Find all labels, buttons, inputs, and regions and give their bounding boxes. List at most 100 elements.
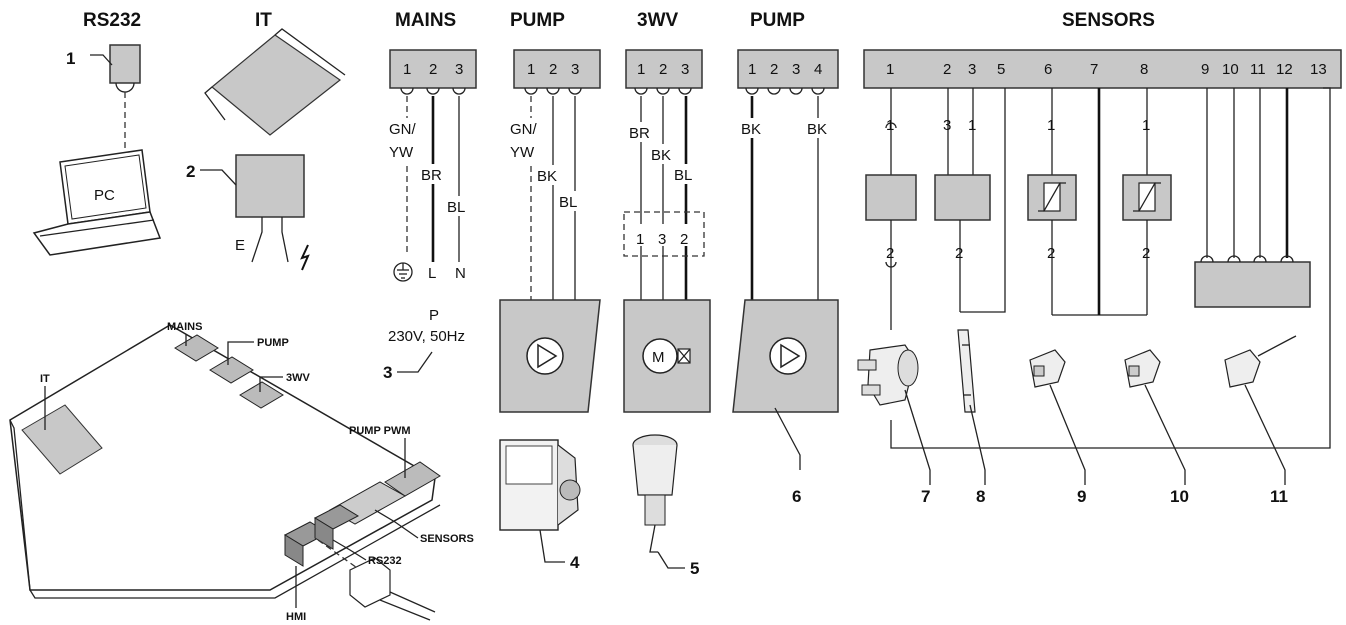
3wv-valve-pin-1: 1 bbox=[636, 231, 644, 248]
sensor-pin-11: 11 bbox=[1250, 61, 1266, 78]
sensor-8-plug-label-bottom: 2 bbox=[955, 245, 963, 262]
board-label-hmi: HMI bbox=[286, 611, 306, 623]
3wv-valve-pin-2: 2 bbox=[680, 231, 688, 248]
header-it: IT bbox=[255, 10, 272, 31]
outdoor-sensor-photo-icon bbox=[1224, 335, 1297, 388]
sensor-pin-13-wire bbox=[890, 87, 1331, 449]
rs232-connector bbox=[109, 44, 141, 93]
sensor-pin-7: 7 bbox=[1090, 61, 1098, 78]
3wv-connector bbox=[625, 49, 703, 89]
callout-4-leader bbox=[539, 529, 565, 563]
callout-9: 9 bbox=[1077, 487, 1086, 506]
pump-pwm-connector bbox=[737, 49, 839, 89]
sensor-pin-9: 9 bbox=[1201, 61, 1209, 78]
mains-wire-yw: YW bbox=[389, 144, 414, 161]
board-sensors-leader bbox=[374, 509, 419, 539]
sensor-pin-13: 13 bbox=[1310, 61, 1327, 78]
3wv-plug-bg bbox=[635, 224, 691, 246]
sensor-10-plug-label-bottom: 2 bbox=[1142, 245, 1150, 262]
sensor-11-block bbox=[1194, 261, 1311, 308]
3wv-pin-3: 3 bbox=[681, 61, 689, 78]
3wv-wire-bk: BK bbox=[651, 147, 671, 164]
pump-pin-3: 3 bbox=[571, 61, 579, 78]
callout-7: 7 bbox=[921, 487, 930, 506]
callout-8-leader bbox=[969, 404, 986, 485]
sensor-9-plug-label-top: 1 bbox=[1047, 117, 1055, 134]
motor-label: M bbox=[652, 349, 665, 366]
it-module bbox=[235, 154, 310, 271]
header-3wv: 3WV bbox=[637, 10, 679, 31]
3wv-wire-br: BR bbox=[629, 125, 650, 142]
sensor-8-plug-label-b: 1 bbox=[968, 117, 976, 134]
board-label-pump: PUMP bbox=[257, 337, 289, 349]
header-sensors: SENSORS bbox=[1062, 10, 1155, 31]
thermostat-photo-icon bbox=[857, 344, 919, 406]
callout-3: 3 bbox=[383, 363, 392, 382]
board-label-3wv: 3WV bbox=[286, 372, 311, 384]
3wv-pin-sockets bbox=[634, 87, 692, 95]
sensor-10-plug-label-top: 1 bbox=[1142, 117, 1150, 134]
board-label-pump-pwm: PUMP PWM bbox=[349, 425, 411, 437]
pump-pwm-wire-bk-1: BK bbox=[741, 121, 761, 138]
pump-pwm-pin-1: 1 bbox=[748, 61, 756, 78]
3wv-plug-outline bbox=[623, 211, 705, 257]
sensor-pin-5: 5 bbox=[997, 61, 1005, 78]
callout-6-leader bbox=[774, 407, 801, 470]
laptop-icon bbox=[32, 149, 162, 256]
callout-6: 6 bbox=[792, 487, 801, 506]
3wv-bk-bg bbox=[650, 144, 678, 164]
pump-pwm-pin-2: 2 bbox=[770, 61, 778, 78]
pump-wire-yw: YW bbox=[510, 144, 535, 161]
mains-terminal-l: L bbox=[428, 265, 436, 282]
pcb-board bbox=[9, 324, 441, 621]
3wv-valve-pin-3: 3 bbox=[658, 231, 666, 248]
board-rs232-leader bbox=[332, 539, 367, 561]
callout-11-leader bbox=[1244, 384, 1286, 485]
pump-wire-bk: BK bbox=[537, 168, 557, 185]
header-mains: MAINS bbox=[395, 10, 456, 31]
sensor-pin-3: 3 bbox=[968, 61, 976, 78]
callout-1-leader bbox=[90, 54, 113, 66]
callout-7-leader bbox=[904, 389, 931, 485]
3wv-pin-1: 1 bbox=[637, 61, 645, 78]
3wv-wire-bl: BL bbox=[674, 167, 692, 184]
callout-10-leader bbox=[1144, 384, 1186, 485]
ntc-sensor-photo-icon bbox=[1029, 349, 1066, 388]
pump-pwm-pin-3: 3 bbox=[792, 61, 800, 78]
header-pump: PUMP bbox=[510, 10, 565, 31]
sensor-pin-2: 2 bbox=[943, 61, 951, 78]
pump-connector bbox=[513, 49, 601, 89]
sensor-8-block bbox=[934, 174, 991, 221]
sensor-pin-1: 1 bbox=[886, 61, 894, 78]
sensor-7-plug-bottom bbox=[885, 261, 897, 268]
board-label-mains: MAINS bbox=[167, 321, 202, 333]
mains-wire-gn: GN/ bbox=[389, 121, 417, 138]
pump-pwm-bk4-bg bbox=[806, 118, 834, 138]
board-label-sensors: SENSORS bbox=[420, 533, 474, 545]
pump-pwm-pin-sockets bbox=[745, 87, 825, 95]
sensor-11-pins bbox=[1200, 255, 1294, 263]
ntc-symbol-icon bbox=[1038, 182, 1066, 212]
flow-switch-photo-icon bbox=[957, 329, 976, 413]
3wv-photo-icon bbox=[632, 434, 678, 553]
pump-pwm-symbol-icon bbox=[769, 337, 807, 375]
it-e-label: E bbox=[235, 237, 245, 254]
sensor-7-plug-label-top: 1 bbox=[886, 117, 894, 134]
callout-10: 10 bbox=[1170, 487, 1189, 506]
sensor-8-plug-label-a: 3 bbox=[943, 117, 951, 134]
sensor-8-return-wire bbox=[960, 88, 1006, 313]
pump-bk-bg bbox=[536, 165, 564, 185]
pump-bl-bg bbox=[558, 191, 584, 211]
pump-pin-sockets bbox=[524, 87, 582, 95]
pump-pwm-wire-bk-4: BK bbox=[807, 121, 827, 138]
earth-icon bbox=[393, 262, 413, 282]
mains-label-bg bbox=[388, 118, 418, 162]
sensor-pin-8: 8 bbox=[1140, 61, 1148, 78]
mains-pin-sockets bbox=[400, 87, 466, 95]
pump-pin-2: 2 bbox=[549, 61, 557, 78]
callout-5-leader bbox=[657, 551, 685, 569]
board-label-it: IT bbox=[40, 373, 50, 385]
callout-8: 8 bbox=[976, 487, 985, 506]
pump-pwm-bk1-bg bbox=[740, 118, 768, 138]
